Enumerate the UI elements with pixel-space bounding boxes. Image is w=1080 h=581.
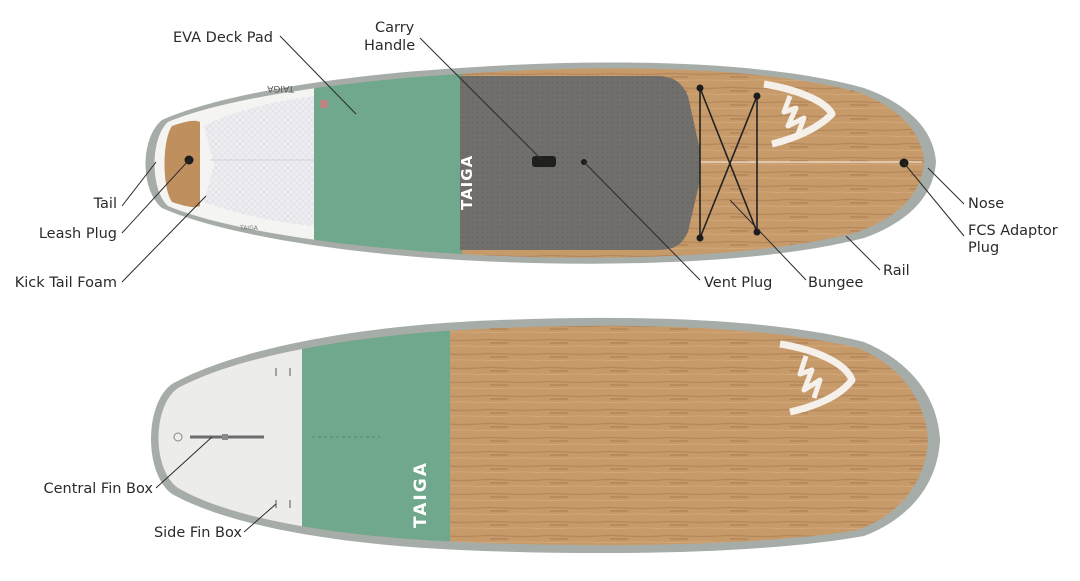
kick-tail-foam: [204, 96, 314, 226]
label-leash-plug: Leash Plug: [39, 226, 117, 242]
bungee-anchor: [696, 84, 704, 92]
label-bungee: Bungee: [808, 275, 863, 291]
tree-logo-icon: [779, 340, 856, 416]
svg-text:TAIGA: TAIGA: [411, 461, 431, 528]
bungee-anchor: [753, 92, 761, 100]
bottom-board-green-band: [302, 325, 450, 546]
label-fcs-adaptor-plug: FCS Adaptor: [968, 223, 1058, 239]
carry-handle: [532, 156, 556, 167]
bottom-board: TAIGA: [151, 317, 940, 554]
label-side-fin-box: Side Fin Box: [154, 525, 242, 541]
central-fin-box-plug: [222, 434, 228, 440]
label-kick-tail-foam: Kick Tail Foam: [15, 275, 117, 291]
svg-text:TAIGA: TAIGA: [458, 155, 476, 210]
svg-text:TAIGA: TAIGA: [266, 83, 295, 93]
tail-badge-icon: [173, 432, 183, 442]
tail-badge-icon: [320, 100, 328, 108]
label-fcs-adaptor-plug: Plug: [968, 240, 999, 256]
top-board: TAIGA TAIGA TAIGA: [145, 62, 936, 264]
tail-text-mark: TAIGA TAIGA: [239, 83, 295, 232]
taiga-deck-logo: TAIGA: [458, 155, 476, 210]
bungee-anchor: [753, 228, 761, 236]
eva-deck-pad: [460, 76, 700, 250]
label-nose: Nose: [968, 196, 1004, 212]
leader-lines: [121, 35, 965, 533]
top-board-green-band: [314, 68, 462, 258]
label-carry-handle: Carry: [375, 20, 415, 36]
top-board-tail-wood: [164, 120, 200, 208]
label-tail: Tail: [93, 196, 117, 212]
bungee: [699, 87, 758, 239]
label-vent-plug: Vent Plug: [704, 275, 772, 291]
callout-labels: EVA Deck Pad Carry Handle Tail Leash Plu…: [15, 20, 1058, 541]
label-central-fin-box: Central Fin Box: [44, 481, 154, 497]
taiga-bottom-logo: TAIGA: [411, 461, 431, 528]
label-rail: Rail: [883, 263, 910, 279]
tree-logo-icon: [763, 80, 836, 148]
label-eva-deck-pad: EVA Deck Pad: [173, 30, 273, 46]
label-carry-handle: Handle: [364, 38, 415, 54]
svg-text:TAIGA: TAIGA: [239, 225, 259, 232]
bungee-anchor: [696, 234, 704, 242]
